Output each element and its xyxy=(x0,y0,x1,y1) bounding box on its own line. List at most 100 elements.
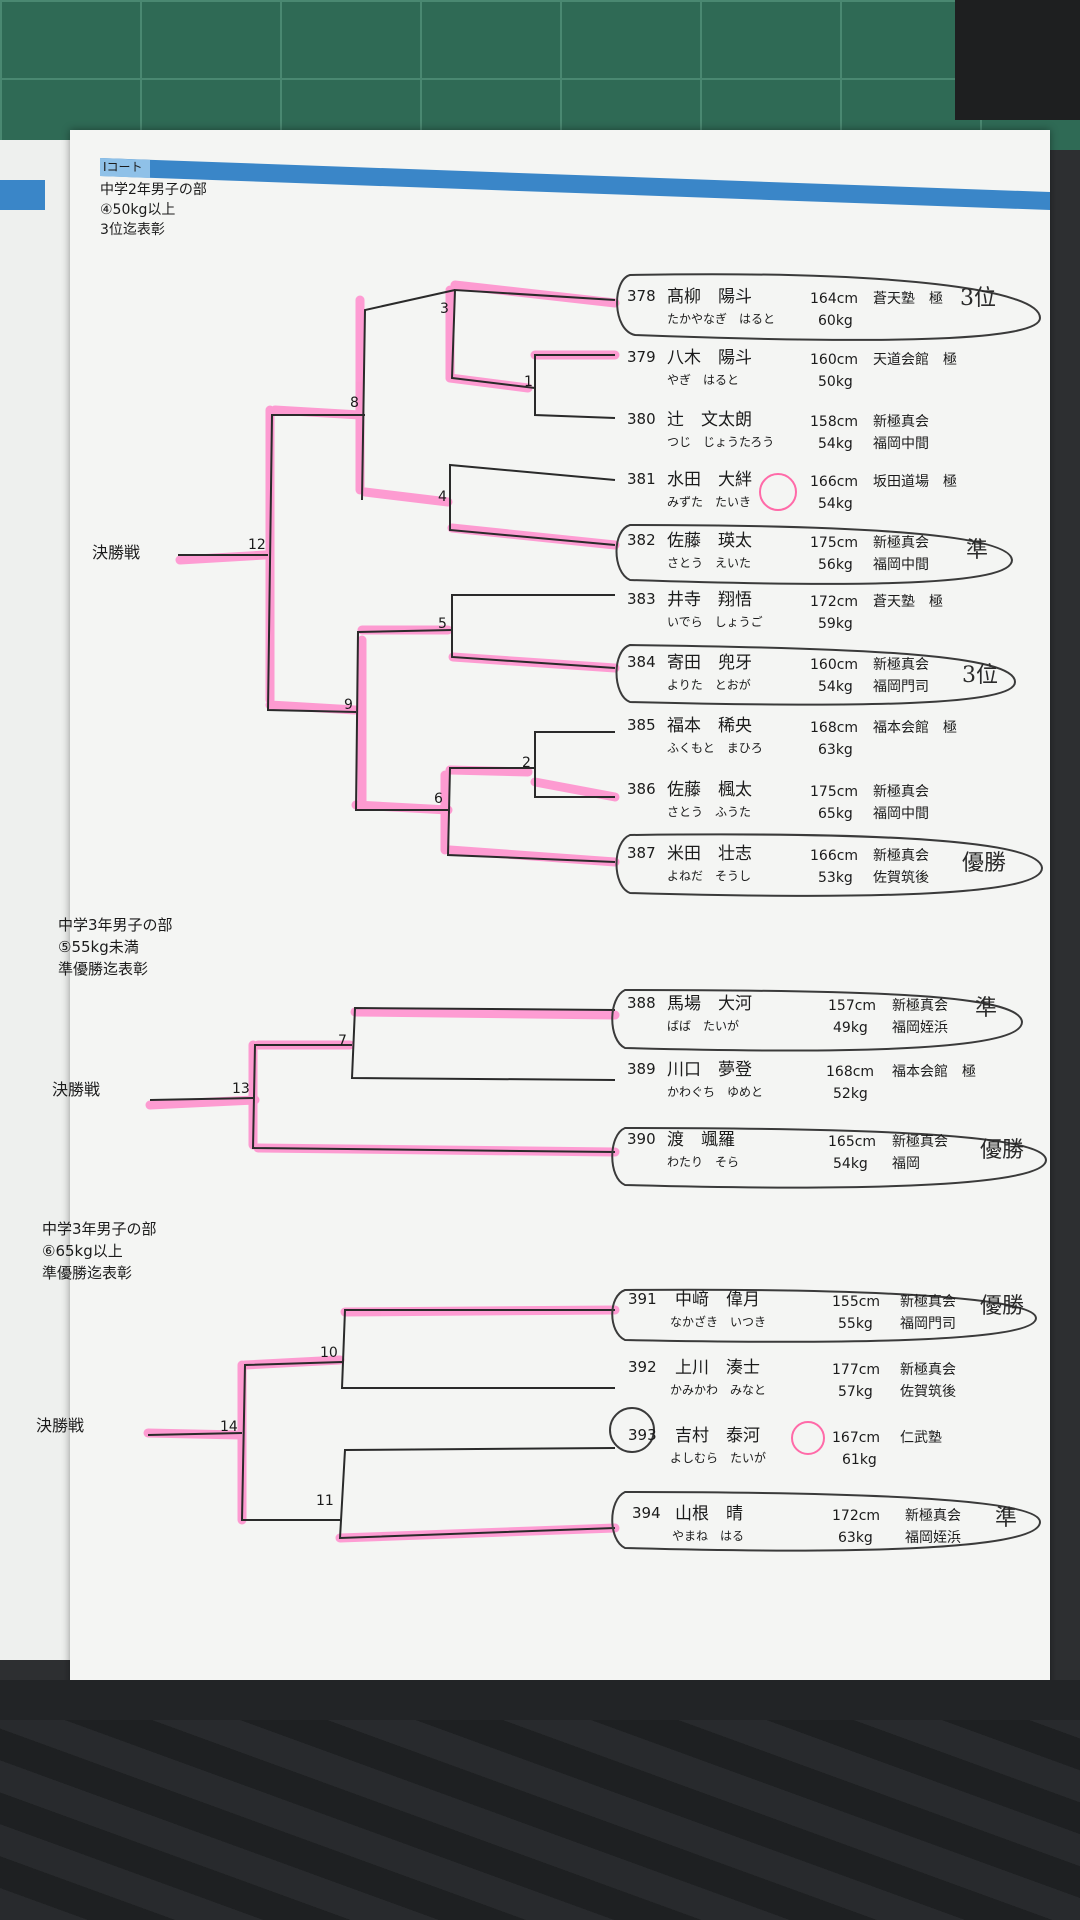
line-r7 xyxy=(350,1006,616,1081)
player-number: 382 xyxy=(627,531,656,549)
player-weight: 50kg xyxy=(818,374,853,390)
round-number: 6 xyxy=(434,791,443,807)
dark-object xyxy=(955,0,1080,120)
player-kana: よりた とおが xyxy=(667,678,751,692)
player-weight: 61kg xyxy=(842,1452,877,1468)
player-weight: 59kg xyxy=(818,616,853,632)
header-stripe-label-bg xyxy=(100,158,150,178)
player-name: 水田 大絆 xyxy=(667,470,752,490)
player-club: 福本会館 極 xyxy=(873,720,957,736)
circle-387 xyxy=(615,833,1044,897)
player-number: 379 xyxy=(627,348,656,366)
circle-378 xyxy=(616,273,1042,341)
player-name: 米田 壮志 xyxy=(667,844,752,864)
player-weight: 54kg xyxy=(818,679,853,695)
player-number: 388 xyxy=(627,994,656,1012)
player-club: 新極真会 xyxy=(873,414,929,430)
player-name: 髙柳 陽斗 xyxy=(667,287,752,307)
player-weight: 54kg xyxy=(818,496,853,512)
result-mark: 準 xyxy=(995,1506,1018,1531)
left-page-stripe xyxy=(0,180,45,210)
player-number: 393 xyxy=(628,1426,657,1444)
player-number: 392 xyxy=(628,1358,657,1376)
weight-class-3: ⑥65kg以上 xyxy=(42,1242,123,1260)
player-name: 福本 稀央 xyxy=(667,716,752,736)
player-name: 中﨑 偉月 xyxy=(675,1290,760,1310)
round-number: 5 xyxy=(438,616,447,632)
result-mark: 準 xyxy=(975,996,998,1021)
player-club: 新極真会 xyxy=(900,1362,956,1378)
circle-384 xyxy=(615,643,1017,706)
cloth-folds xyxy=(0,1720,1080,1920)
player-club: 蒼天塾 極 xyxy=(873,594,943,610)
player-club: 蒼天塾 極 xyxy=(873,291,943,307)
round-number: 8 xyxy=(350,395,359,411)
result-mark: 3位 xyxy=(960,286,996,311)
player-name: 山根 晴 xyxy=(675,1504,743,1524)
player-height: 160cm xyxy=(810,657,859,673)
player-weight: 57kg xyxy=(838,1384,873,1400)
round-number: 12 xyxy=(248,537,266,553)
round-number: 11 xyxy=(316,1493,334,1509)
player-height: 160cm xyxy=(810,352,859,368)
player-club: 天道会館 極 xyxy=(873,352,957,368)
player-kana: なかざき いつき xyxy=(670,1315,767,1329)
stamp-381 xyxy=(759,473,797,511)
player-height: 164cm xyxy=(810,291,859,307)
player-weight: 53kg xyxy=(818,870,853,886)
stamp-393 xyxy=(791,1421,825,1455)
player-name: 井寺 翔悟 xyxy=(667,590,752,610)
round-number: 3 xyxy=(440,301,449,317)
award-2: 準優勝迄表彰 xyxy=(58,960,149,978)
player-weight: 54kg xyxy=(818,436,853,452)
header-stripe xyxy=(100,158,1050,210)
player-kana: よねだ そうし xyxy=(667,869,752,883)
line-r3 xyxy=(450,288,616,389)
player-number: 378 xyxy=(627,287,656,305)
player-club: 新極真会 xyxy=(873,535,929,551)
player-club-branch: 佐賀筑後 xyxy=(900,1384,956,1400)
line-r2 xyxy=(534,731,615,798)
player-height: 167cm xyxy=(832,1430,881,1446)
award-1: 3位迄表彰 xyxy=(100,222,165,238)
player-club-branch: 福岡中間 xyxy=(873,557,929,573)
circle-394 xyxy=(611,1490,1042,1552)
player-club-branch: 福岡中間 xyxy=(873,436,929,452)
player-number: 383 xyxy=(627,590,656,608)
player-height: 158cm xyxy=(810,414,859,430)
player-name: 吉村 泰河 xyxy=(675,1426,760,1446)
pink-stamps xyxy=(759,473,825,1455)
player-kana: いでら しょうご xyxy=(667,615,763,629)
round-number: 13 xyxy=(232,1081,250,1097)
player-kana: さとう ふうた xyxy=(667,805,752,819)
player-number: 384 xyxy=(627,653,656,671)
round-number: 10 xyxy=(320,1345,338,1361)
player-number: 385 xyxy=(627,716,656,734)
player-name: 寄田 兜牙 xyxy=(667,653,752,673)
player-height: 157cm xyxy=(828,998,877,1014)
circle-388 xyxy=(611,988,1024,1052)
line-r12 xyxy=(266,414,365,713)
player-height: 155cm xyxy=(832,1294,881,1310)
player-club-branch: 福岡門司 xyxy=(873,679,929,695)
round-number: 1 xyxy=(524,374,533,390)
circle-382 xyxy=(615,523,1014,585)
player-height: 166cm xyxy=(810,848,859,864)
hl-r2 xyxy=(445,765,533,777)
player-weight: 54kg xyxy=(833,1156,868,1172)
player-club: 新極真会 xyxy=(873,657,929,673)
bracket-structure xyxy=(147,288,616,1540)
line-r1 xyxy=(534,354,616,419)
player-number: 389 xyxy=(627,1060,656,1078)
round-number: 7 xyxy=(338,1033,347,1049)
final-label-2: 決勝戦 xyxy=(52,1080,101,1099)
player-height: 168cm xyxy=(826,1064,875,1080)
player-number: 380 xyxy=(627,410,656,428)
cutting-mat-background xyxy=(0,0,1080,150)
line-r5 xyxy=(451,594,616,669)
final-label-1: 決勝戦 xyxy=(92,543,141,562)
player-name: 馬場 大河 xyxy=(667,994,752,1014)
player-kana: さとう えいた xyxy=(667,556,752,570)
line-final-3 xyxy=(147,1432,243,1436)
final-label-3: 決勝戦 xyxy=(36,1416,85,1435)
